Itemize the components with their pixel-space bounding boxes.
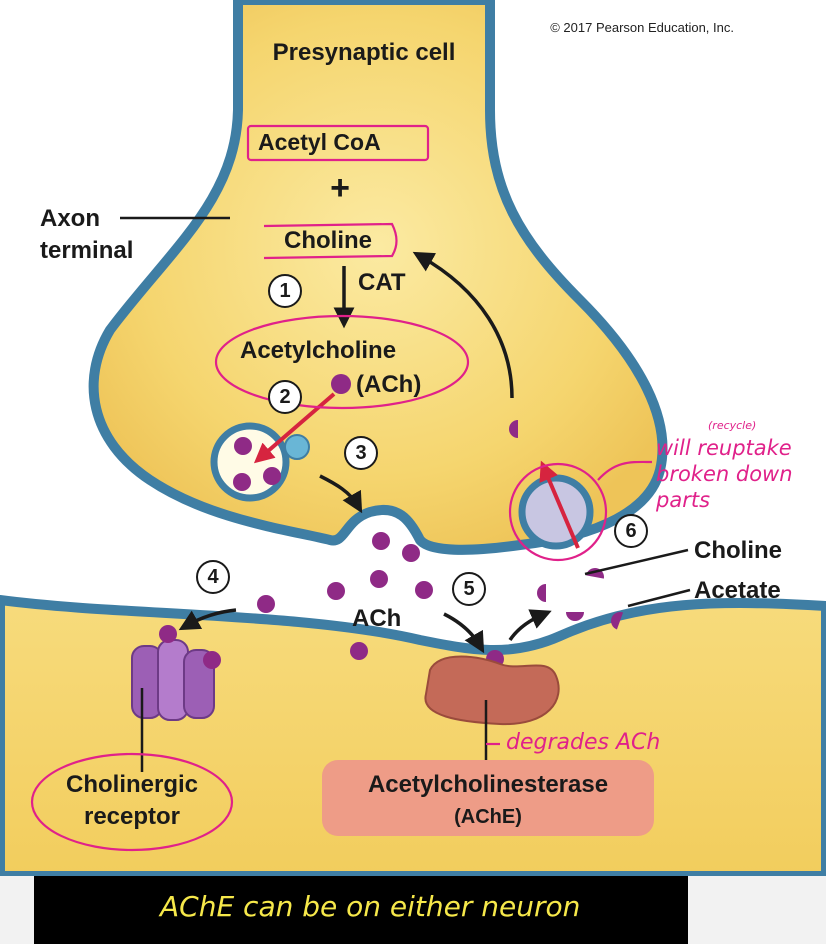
pink-annotations: [30, 124, 653, 852]
plus-sign: +: [330, 169, 350, 207]
acetylcholinesterase-label: Acetylcholinesterase: [367, 771, 609, 798]
process-arrows: [178, 251, 552, 654]
red-arrow-into-vesicle: [253, 392, 336, 464]
bottom-banner: AChE can be on either neuron: [0, 876, 826, 944]
reuptake-note-line2: broken down: [656, 462, 793, 486]
receptor-label: receptor: [83, 803, 181, 830]
ach-molecule: [331, 374, 351, 394]
vesicle-ach-dots: [233, 437, 281, 491]
cat-label: CAT: [358, 269, 406, 296]
step-4-badge: 4: [196, 560, 230, 594]
reuptake-note-line3: parts: [656, 488, 711, 512]
degrades-note: degrades ACh: [506, 730, 661, 755]
choline-label: Choline: [284, 227, 372, 254]
ache-enzyme: [424, 655, 560, 726]
ach-cleft-label: ACh: [352, 605, 402, 632]
ache-abbrev-label: (AChE): [454, 806, 522, 828]
vesicle-transporter: [284, 434, 310, 460]
acetate-label: Acetate: [694, 577, 781, 604]
presynaptic-cell-label: Presynaptic cell: [272, 39, 456, 66]
step-5-badge: 5: [452, 572, 486, 606]
acetyl-coa-label: Acetyl CoA: [258, 129, 381, 155]
cholinergic-receptor: [131, 625, 221, 721]
step-2-badge: 2: [268, 380, 302, 414]
banner-text: AChE can be on either neuron: [160, 890, 581, 923]
cholinergic-label: Cholinergic: [65, 771, 199, 798]
copyright-notice: © 2017 Pearson Education, Inc.: [550, 20, 734, 35]
step-1-badge: 1: [268, 274, 302, 308]
ach-paren-label: (ACh): [356, 371, 422, 398]
presynaptic-cell: [88, 0, 668, 555]
acetylcholine-label: Acetylcholine: [240, 337, 397, 364]
axon-label: Axon: [40, 205, 100, 232]
synaptic-vesicle: [210, 422, 290, 502]
banner-box: AChE can be on either neuron: [34, 876, 688, 944]
ache-label-box: [322, 760, 654, 836]
reuptake-note-line1: will reuptake: [656, 436, 792, 460]
step-6-badge: 6: [614, 514, 648, 548]
red-arrow-reuptake: [539, 460, 580, 549]
terminal-label: terminal: [40, 237, 134, 264]
recycle-note: (recycle): [708, 419, 757, 432]
leader-lines: [120, 216, 691, 772]
choline-transporter: [518, 474, 594, 550]
step-3-badge: 3: [344, 436, 378, 470]
choline-product-label: Choline: [694, 537, 782, 564]
